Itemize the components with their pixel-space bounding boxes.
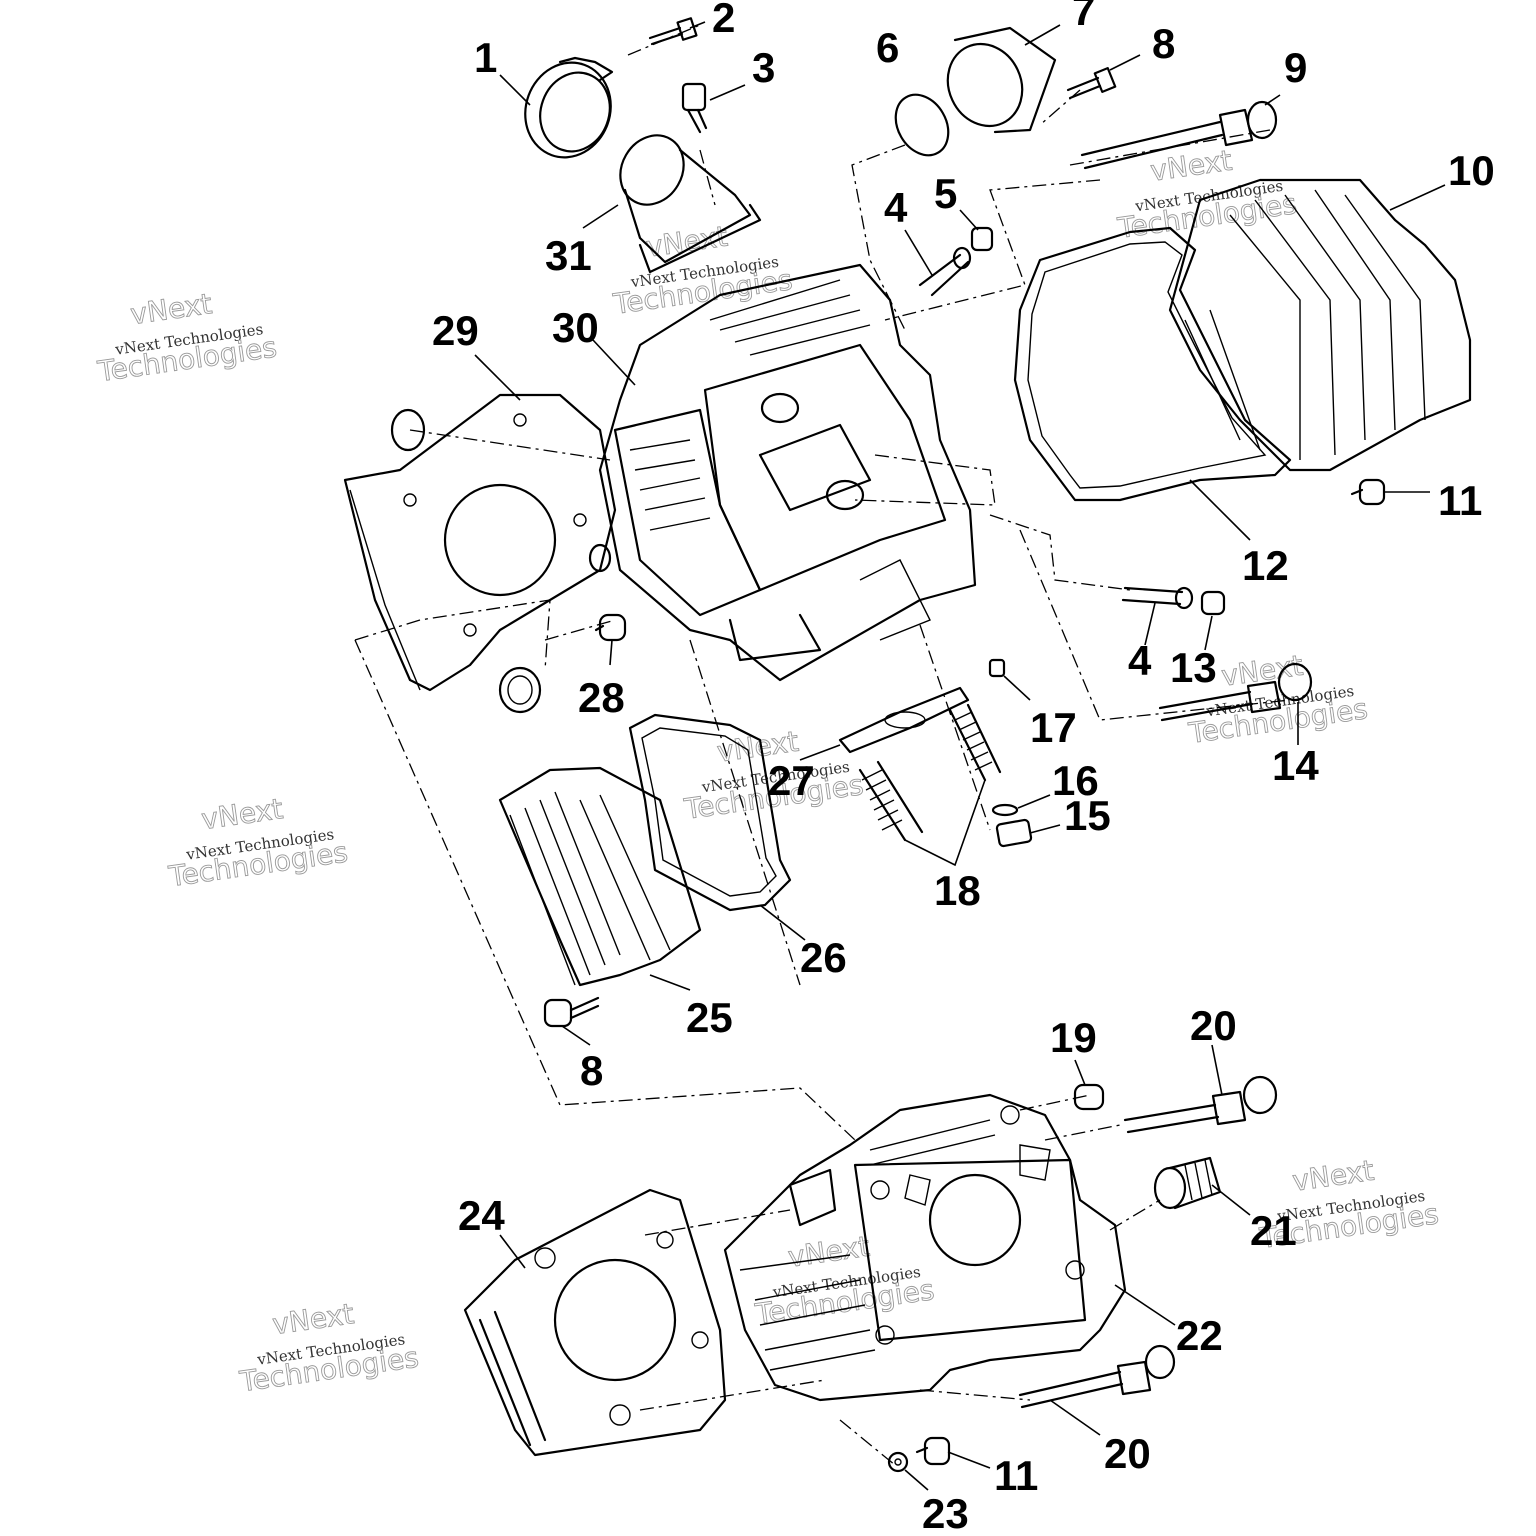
callout-25: 25 <box>686 994 733 1041</box>
exhaust-gasket-part <box>838 686 970 754</box>
washer-part <box>887 1451 909 1473</box>
callout-22: 22 <box>1176 1312 1223 1359</box>
callout-2: 2 <box>712 0 735 41</box>
cover-bolt-part <box>915 1436 951 1466</box>
callout-7: 7 <box>1072 0 1095 34</box>
dowel-pin-part <box>918 246 972 297</box>
rocker-gasket-part <box>628 713 792 912</box>
valve-nut-part <box>995 818 1033 848</box>
callout-29: 29 <box>432 307 479 354</box>
callout-24: 24 <box>458 1192 505 1239</box>
leader-lines <box>474 21 1446 1491</box>
callout-4: 4 <box>884 184 908 231</box>
dowel-sleeve-part <box>1073 1083 1105 1111</box>
callout-numbers: 1 2 3 4 4 5 6 7 8 8 9 10 11 11 12 13 14 … <box>432 0 1495 1536</box>
lower-valve-cover-part <box>498 766 702 987</box>
callout-13: 13 <box>1170 644 1217 691</box>
callout-11-lower: 11 <box>994 1452 1038 1499</box>
callout-5: 5 <box>934 170 957 217</box>
cover-bolt-part <box>1350 478 1386 506</box>
watermark-brand: vNext <box>786 1230 872 1274</box>
callout-30: 30 <box>552 304 599 351</box>
valve-key-part <box>988 658 1006 678</box>
callout-20: 20 <box>1190 1002 1237 1049</box>
upper-cylinder-head-part <box>598 263 977 682</box>
callout-23: 23 <box>922 1490 969 1536</box>
callout-8: 8 <box>1152 20 1175 67</box>
long-bolt-part <box>1080 100 1278 170</box>
watermark-brand: vNext <box>644 220 730 264</box>
valve-cap-part <box>970 226 994 252</box>
callout-3: 3 <box>752 44 775 91</box>
callout-18: 18 <box>934 867 981 914</box>
callout-28: 28 <box>578 674 625 721</box>
callout-21: 21 <box>1250 1207 1297 1254</box>
callout-11: 11 <box>1438 477 1482 524</box>
head-bolt-part <box>1018 1344 1176 1409</box>
watermark-brand: vNext <box>1219 649 1305 693</box>
callout-20-lower: 20 <box>1104 1430 1151 1477</box>
callout-26: 26 <box>800 934 847 981</box>
callout-14: 14 <box>1272 742 1319 789</box>
lower-cylinder-head-part <box>723 1093 1127 1402</box>
cap-screw-part <box>681 82 708 134</box>
callout-1: 1 <box>474 34 497 81</box>
intake-boot-part <box>619 134 762 274</box>
clamp-part <box>524 56 614 159</box>
o-ring-part <box>894 93 950 157</box>
flange-bolt-part <box>1066 67 1117 100</box>
watermark-brand: vNext <box>199 792 285 836</box>
retaining-clip-part <box>991 803 1019 817</box>
watermark-brand: vNext <box>128 287 214 331</box>
watermark-brand: vNext <box>270 1297 356 1341</box>
valve-cap-part <box>1200 590 1226 616</box>
callout-12: 12 <box>1242 542 1289 589</box>
valve-spring-part <box>858 703 1002 842</box>
head-gasket-part <box>343 393 617 714</box>
callout-6: 6 <box>876 24 899 71</box>
callout-10: 10 <box>1448 147 1495 194</box>
oil-fitting-part <box>1153 1156 1222 1210</box>
flange-bolt-part <box>543 996 600 1028</box>
callout-17: 17 <box>1030 704 1077 751</box>
small-bolt-part <box>648 17 698 46</box>
head-bolt-part <box>1123 1075 1278 1134</box>
watermark-brand: vNext <box>1290 1154 1376 1198</box>
cylinder-gasket-part <box>463 1188 727 1457</box>
callout-15: 15 <box>1064 792 1111 839</box>
callout-31: 31 <box>545 232 592 279</box>
callout-16: 16 <box>1052 757 1099 804</box>
callout-9: 9 <box>1284 44 1307 91</box>
callout-8-lower: 8 <box>580 1047 603 1094</box>
valve-cover-gasket-part <box>1013 226 1292 502</box>
small-plug-part <box>594 613 627 642</box>
callout-4-lower: 4 <box>1128 637 1152 684</box>
flange-part <box>946 26 1057 134</box>
callout-27: 27 <box>768 757 815 804</box>
dowel-pin-part <box>1121 586 1194 610</box>
long-bolt-part <box>1158 662 1313 722</box>
callout-19: 19 <box>1050 1014 1097 1061</box>
